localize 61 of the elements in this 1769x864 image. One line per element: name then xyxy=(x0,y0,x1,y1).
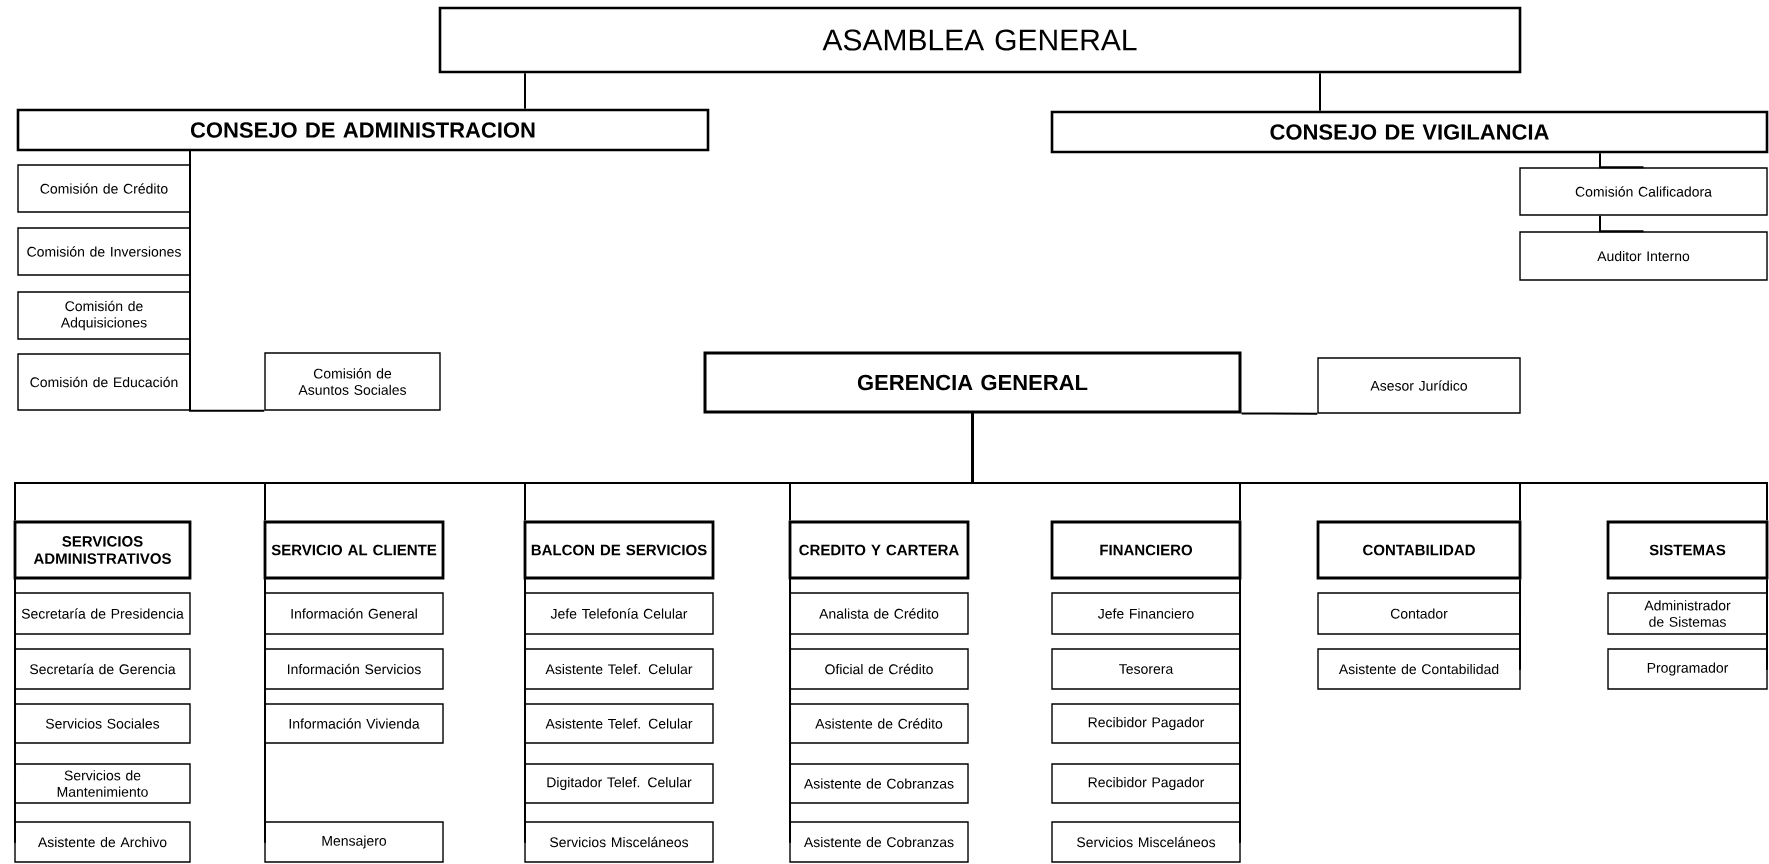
position-box: Secretaría de Gerencia xyxy=(14,648,191,690)
position-box: Asistente Telef. Celular xyxy=(524,648,714,690)
department-box: BALCON DE SERVICIOS xyxy=(523,520,715,580)
assembly-box: ASAMBLEA GENERAL xyxy=(438,6,1522,74)
position-box: Servicios Misceláneos xyxy=(524,821,714,863)
management-box: GERENCIA GENERAL xyxy=(703,351,1242,414)
connector-line xyxy=(524,72,526,110)
connector-line xyxy=(971,412,1768,522)
position-box: Asistente de Cobranzas xyxy=(789,763,969,804)
position-box: Asistente Telef. Celular xyxy=(524,703,714,744)
position-box: Secretaría de Presidencia xyxy=(14,592,191,635)
council-box: CONSEJO DE VIGILANCIA xyxy=(1050,110,1769,154)
position-box: Asesor Jurídico xyxy=(1317,357,1521,414)
department-box: CREDITO Y CARTERA xyxy=(788,520,970,580)
department-box: SISTEMAS xyxy=(1606,520,1769,580)
position-box: Información Servicios xyxy=(264,648,444,690)
position-box: Auditor Interno xyxy=(1519,231,1768,281)
connector-line xyxy=(189,150,266,412)
position-box: Comisión Calificadora xyxy=(1519,167,1768,216)
position-box: Información Vivienda xyxy=(264,703,444,744)
position-box: Digitador Telef. Celular xyxy=(524,763,714,804)
connector-line xyxy=(263,578,266,843)
connector-line xyxy=(523,578,526,843)
connector-line xyxy=(1599,214,1645,233)
connector-line xyxy=(1319,72,1321,112)
position-box: Asistente de Cobranzas xyxy=(789,821,969,863)
connector-line xyxy=(1239,578,1242,843)
connector-line xyxy=(1240,412,1319,415)
position-box: Jefe Financiero xyxy=(1051,592,1241,635)
position-box: Servicios de Mantenimiento xyxy=(14,763,191,804)
position-box: Mensajero xyxy=(264,821,444,863)
position-box: Asistente de Archivo xyxy=(14,821,191,863)
position-box: Tesorera xyxy=(1051,648,1241,690)
position-box: Servicios Misceláneos xyxy=(1051,821,1241,863)
department-box: CONTABILIDAD xyxy=(1316,520,1522,580)
position-box: Oficial de Crédito xyxy=(789,648,969,690)
position-box: Contador xyxy=(1317,592,1521,635)
position-box: Comisión de Asuntos Sociales xyxy=(264,352,441,411)
position-box: Comisión de Crédito xyxy=(17,164,191,213)
connector-line xyxy=(1766,578,1769,670)
department-box: FINANCIERO xyxy=(1050,520,1242,580)
department-box: SERVICIO AL CLIENTE xyxy=(263,520,445,580)
position-box: Comisión de Educación xyxy=(17,353,191,411)
position-box: Recibidor Pagador xyxy=(1051,703,1241,744)
connector-line xyxy=(1519,578,1522,670)
position-box: Recibidor Pagador xyxy=(1051,763,1241,804)
position-box: Analista de Crédito xyxy=(789,592,969,635)
position-box: Servicios Sociales xyxy=(14,703,191,744)
position-box: Programador xyxy=(1607,648,1768,690)
position-box: Administrador de Sistemas xyxy=(1607,592,1768,635)
connector-line xyxy=(788,578,791,843)
position-box: Comisión de Adquisiciones xyxy=(17,291,191,340)
position-box: Información General xyxy=(264,592,444,635)
position-box: Asistente de Crédito xyxy=(789,703,969,744)
council-box: CONSEJO DE ADMINISTRACION xyxy=(16,108,710,152)
position-box: Comisión de Inversiones xyxy=(17,227,191,276)
connector-line xyxy=(1599,152,1645,169)
position-box: Jefe Telefonía Celular xyxy=(524,592,714,635)
department-box: SERVICIOS ADMINISTRATIVOS xyxy=(13,520,192,580)
connector-line xyxy=(13,578,16,843)
position-box: Asistente de Contabilidad xyxy=(1317,648,1521,690)
